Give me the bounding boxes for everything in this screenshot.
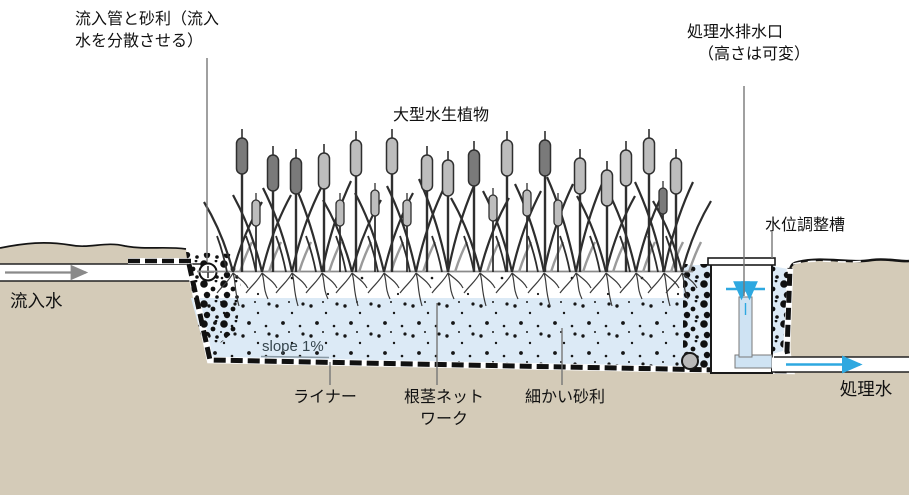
label-treated-water: 処理水 (840, 379, 893, 399)
label-fine-gravel: 細かい砂利 (525, 388, 605, 406)
drain-pipe-icon (681, 352, 699, 370)
water-level-tank (707, 257, 776, 374)
label-rhizome-line2: ワーク (420, 410, 468, 428)
outlet-gravel (683, 264, 788, 368)
leader-lines (206, 58, 773, 385)
tank-lid (707, 257, 776, 266)
outlet-pipe (772, 355, 909, 374)
label-level-tank: 水位調整槽 (765, 216, 845, 234)
slope-indicator-line (260, 355, 330, 359)
basin (189, 263, 791, 371)
label-inlet-line2: 水を分散させる） (75, 32, 203, 50)
left-ground-surface-line (0, 242, 187, 250)
label-aquatic-plants: 大型水生植物 (393, 106, 489, 124)
fine-gravel-texture (191, 298, 689, 367)
inflow-pipe (0, 263, 206, 282)
ground (0, 242, 909, 495)
overflow-arrows-icon (726, 281, 765, 315)
aquatic-plants (203, 129, 712, 307)
label-liner: ライナー (293, 389, 357, 406)
label-outlet-line1: 処理水排水口 (687, 23, 783, 41)
label-inflow-water: 流入水 (10, 291, 63, 311)
label-rhizome-line1: 根茎ネット (404, 388, 484, 406)
label-inlet-line1: 流入管と砂利（流入 (75, 10, 219, 28)
label-slope: slope 1% (262, 338, 324, 355)
label-outlet-line2: （高さは可変） (698, 45, 810, 63)
